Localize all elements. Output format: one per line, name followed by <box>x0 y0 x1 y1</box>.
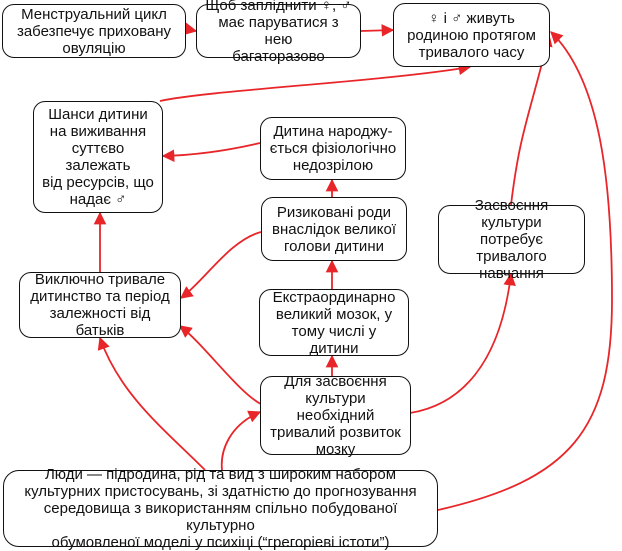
node-immature-birth: Дитина народжу- ється фізіологічно недоз… <box>260 117 406 180</box>
node-humans: Люди — підродина, рід та вид з широким н… <box>3 466 438 551</box>
node-long-childhood: Виключно тривале дитинство та період зал… <box>19 271 181 339</box>
node-child-survival-label: Шанси дитини на виживання суттєво залежа… <box>42 106 154 208</box>
node-long-childhood-label: Виключно тривале дитинство та період зал… <box>30 271 170 339</box>
node-repeated-mating: Щоб запліднити ♀, ♂ має паруватися з нею… <box>196 0 361 65</box>
node-menstrual-cycle-label: Менструальний цикл забезпечує приховану … <box>16 5 172 57</box>
arrow-braindev-to-childhood <box>178 325 264 406</box>
node-family-long-time: ♀ і ♂ живуть родиною протягом тривалого … <box>393 3 550 67</box>
node-immature-birth-label: Дитина народжу- ється фізіологічно недоз… <box>269 123 397 174</box>
node-risky-birth-label: Ризиковані роди внаслідок великої голови… <box>271 203 397 255</box>
node-risky-birth: Ризиковані роди внаслідок великої голови… <box>261 197 407 261</box>
node-big-brain: Екстраординарно великий мозок, у тому чи… <box>259 288 409 357</box>
arrow-humans-to-braindev <box>220 410 262 471</box>
node-culture-learning: Засвоєння культури потребує тривалого на… <box>438 197 585 282</box>
arrow-mate-to-live-long <box>360 24 395 37</box>
arrow-braindev-to-culture <box>409 272 516 414</box>
node-humans-label: Люди — підродина, рід та вид з широким н… <box>24 466 417 551</box>
node-repeated-mating-label: Щоб запліднити ♀, ♂ має паруватися з нею… <box>205 0 352 65</box>
node-brain-development: Для засвоєння культури необхідний тривал… <box>260 373 411 458</box>
node-child-survival: Шанси дитини на виживання суттєво залежа… <box>33 101 163 213</box>
arrow-menstrual-to-mate <box>183 22 198 35</box>
arrow-risky-to-childhood <box>179 231 262 299</box>
node-menstrual-cycle: Менструальний цикл забезпечує приховану … <box>2 4 186 58</box>
arrow-survival-to-live-long <box>159 62 472 102</box>
arrow-immature-to-survival <box>161 142 261 162</box>
node-culture-learning-label: Засвоєння культури потребує тривалого на… <box>474 197 549 282</box>
arrow-humans-to-live-long <box>437 31 613 511</box>
node-big-brain-label: Екстраординарно великий мозок, у тому чи… <box>272 288 396 357</box>
node-brain-development-label: Для засвоєння культури необхідний тривал… <box>270 373 401 458</box>
node-family-long-time-label: ♀ і ♂ живуть родиною протягом тривалого … <box>407 9 536 61</box>
arrow-humans-to-childhood <box>97 336 206 471</box>
